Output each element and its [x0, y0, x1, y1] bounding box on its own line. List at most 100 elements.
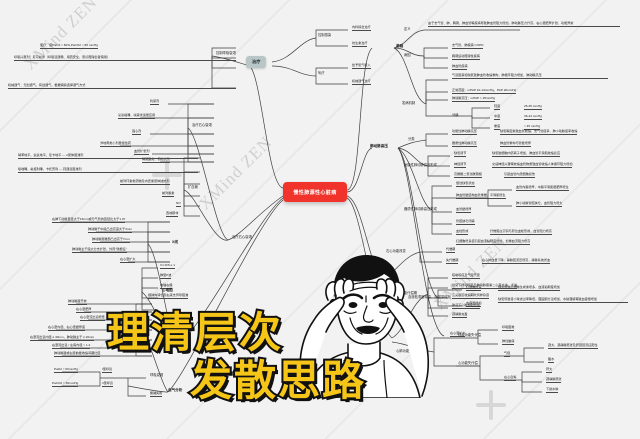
node-label[interactable]: 分级	[452, 113, 459, 117]
leaf[interactable]: 代偿期	[446, 247, 456, 254]
node-label[interactable]: 氧疗	[318, 71, 325, 75]
leaf[interactable]: 肺血管疾病	[452, 64, 468, 71]
node-label[interactable]: 分类	[408, 137, 415, 141]
leaf[interactable]: 肺动脉主干段大分支扩张，外周"残根征"	[72, 247, 127, 254]
leaf[interactable]: 肺动脉高压：mPAP > 25mmHg	[452, 96, 496, 103]
leaf[interactable]: PaO2 < 60mmHg	[54, 367, 78, 374]
root-topic[interactable]: 慢性肺源性心脏病	[283, 182, 347, 202]
leaf[interactable]: 颈静脉怒张	[546, 377, 562, 384]
leaf[interactable]: I型呼衰	[102, 367, 113, 374]
leaf[interactable]: 红细胞增多	[466, 285, 482, 292]
leaf[interactable]: 肺血管壁结构血管重塑、平滑肌增生	[456, 193, 506, 200]
leaf[interactable]: 利尿剂	[150, 99, 160, 106]
leaf[interactable]: 高碳酸二氧化碳潴留	[454, 172, 482, 179]
leaf[interactable]: 呼吸兴奋剂：尼可刹米（呼吸道通畅、用药安全、意识障碍患者慎用）	[14, 55, 236, 62]
leaf[interactable]: 顺钟向转位及右束支传导阻滞	[148, 293, 189, 300]
leaf[interactable]: 中度	[494, 114, 501, 121]
leaf[interactable]: 腹水	[548, 357, 555, 364]
leaf[interactable]: 管腔狭窄闭塞	[456, 219, 475, 226]
branch-basis[interactable]: 基础	[396, 44, 404, 48]
leaf[interactable]: 气促	[504, 351, 511, 358]
leaf[interactable]: 右心室流出道增宽	[80, 315, 105, 322]
leaf[interactable]: 血管壁增厚	[456, 207, 472, 214]
leaf[interactable]: 颈静脉充盈	[452, 312, 468, 319]
branch-xray[interactable]: X线	[172, 240, 178, 244]
leaf[interactable]: 重度	[494, 124, 501, 131]
leaf[interactable]: NO	[176, 201, 181, 208]
leaf[interactable]: 纤维蛋白沉积与原位血栓形成，血管阻力增高	[490, 229, 552, 236]
leaf[interactable]: 剑突下搏动明显及肺动脉瓣第二心音亢进、尤进	[452, 283, 517, 290]
node-label[interactable]: 定义	[404, 27, 411, 31]
leaf[interactable]: 肺血管重构与管壁增厚	[500, 141, 531, 148]
leaf[interactable]: 三尖瓣区收缩期吹风样杂音	[452, 293, 490, 300]
leaf[interactable]: > 45 mmHg	[524, 124, 541, 131]
leaf[interactable]: 功能性肺动脉高压	[452, 129, 477, 136]
leaf[interactable]: 器质性肺动脉高压	[452, 141, 477, 148]
leaf[interactable]: II型呼衰	[102, 381, 114, 388]
leaf[interactable]: 内科综合治疗	[352, 25, 371, 32]
node-label[interactable]: 控制呼吸衰竭	[216, 51, 236, 55]
node-label[interactable]: 呼吸功能失代偿	[458, 333, 482, 337]
leaf[interactable]: 哌唑嗪、氟桂利嗪、卡托普利 — 钙通道阻滞剂	[18, 167, 198, 174]
node-label[interactable]: 治疗右心衰竭	[192, 123, 212, 127]
leaf[interactable]: 肺动脉瓣开放	[68, 299, 87, 306]
leaf[interactable]: 胸廓运动障碍性疾病	[452, 54, 480, 61]
leaf[interactable]: 慢性缺氧状态	[456, 181, 475, 188]
leaf[interactable]: 轻度	[494, 104, 501, 111]
leaf[interactable]: 右心室扩大	[120, 257, 136, 264]
leaf[interactable]: 抗生素治疗	[352, 41, 368, 48]
leaf[interactable]: 肺动脉圆锥部凸出高于7mm	[92, 237, 130, 244]
node-label[interactable]: 控制感染	[318, 33, 332, 37]
leaf[interactable]: 血栓形成	[456, 229, 469, 236]
leaf[interactable]: 硝苯地平、氨氯地平、尼卡地平 — α受体阻滞剂	[18, 153, 198, 160]
leaf[interactable]: 缺氧导致肾小球滤过率降低，醛固酮分泌增加、水钠潴留等致血容量增加	[498, 297, 628, 304]
leaf[interactable]: 右肺下动脉直径大于15mm或与气管的直径比大于1.07	[52, 217, 126, 224]
leaf[interactable]: 缺氧等因素致血管收缩，支气管痉挛，肺小动脉痉挛收缩	[500, 129, 578, 136]
leaf[interactable]: 右心室扩大	[450, 331, 466, 338]
leaf[interactable]: 洋地黄类小剂量慢给药	[100, 141, 131, 148]
branch-pulmonary-hypertension[interactable]: 肺动脉高压	[370, 144, 388, 148]
leaf[interactable]: 前列环素类药物及内皮素受体拮抗剂	[120, 179, 170, 186]
leaf[interactable]: 酸碱失衡	[150, 391, 163, 398]
leaf[interactable]: 血管扩张剂	[134, 149, 150, 156]
leaf[interactable]: 引起血管内皮细胞损伤	[504, 172, 535, 179]
leaf[interactable]: 右心室内径、右心室壁厚度	[48, 325, 86, 332]
leaf[interactable]: 肺动脉干中段凸出高度大于3mm	[88, 227, 132, 234]
leaf[interactable]: 右室流出道 / 左房内径 > 1.4	[52, 343, 91, 350]
leaf[interactable]: 右室流出道内径 ≥ 30mm，肺动脉主干 ≥ 20mm	[30, 335, 95, 342]
leaf[interactable]: 给予氧气吸入	[352, 63, 371, 70]
leaf[interactable]: 由于支气管、肺、胸廓、肺血管等疾病导致肺血管阻力增加，肺动脉压力升高，右心室肥厚…	[428, 21, 620, 28]
node-label[interactable]: 心肺功能代偿期	[394, 291, 418, 295]
leaf[interactable]: 前列腺素	[162, 191, 175, 198]
leaf[interactable]: 缺氧致细胞内钙离子增加，肺血管平滑肌收缩反应	[492, 151, 561, 158]
leaf[interactable]: 支气管、肺疾病 COPD	[452, 43, 484, 50]
leaf[interactable]: 血容量增加	[466, 301, 482, 308]
leaf[interactable]: 西地那非	[166, 211, 179, 218]
leaf[interactable]: 强心剂	[132, 129, 142, 136]
node-label[interactable]: 血液粘滞度增高、血容量增加	[408, 295, 451, 299]
leaf[interactable]: 神经调节	[454, 162, 467, 169]
node-label[interactable]: 病因	[404, 53, 411, 57]
node-label[interactable]: 治疗右心衰竭	[232, 235, 252, 239]
leaf[interactable]: 氢氯噻嗪、呋塞米适量应用	[118, 113, 156, 120]
leaf[interactable]: 肋弓下心脏搏动增强	[452, 303, 480, 310]
leaf[interactable]: 肺小动脉管腔狭窄，血管阻力增大	[516, 201, 563, 208]
leaf[interactable]: 红细胞增多症引起血液黏稠度增加，加重血流阻力增高	[456, 239, 531, 246]
node-label[interactable]: 右心功能改变	[386, 249, 406, 253]
node-label[interactable]: 发病机制	[402, 101, 416, 105]
leaf[interactable]: 咳嗽咳痰及气短气促	[452, 273, 480, 280]
node-label[interactable]: 扩血管	[188, 185, 198, 189]
leaf[interactable]: 正常范围：mPAP 10-14mmHg，PAP 20mmHg	[452, 88, 517, 95]
branch-ecg[interactable]: 心电图	[162, 288, 173, 292]
leaf[interactable]: 肝大	[546, 367, 553, 374]
node-label[interactable]: 器质性肺动脉高压形成	[404, 207, 437, 211]
leaf[interactable]: 缺氧调节	[454, 151, 467, 158]
leaf[interactable]: 下肢水肿	[546, 387, 559, 394]
branch-echo[interactable]: 超声心动图	[156, 344, 174, 348]
topic-treatment[interactable]: 治疗	[246, 56, 267, 68]
leaf[interactable]: 25-35 mmHg	[524, 104, 542, 111]
node-label[interactable]: 心功能失代偿	[458, 361, 478, 365]
leaf[interactable]: 交感神经兴奋释放缩血管物质致血管收缩人体循环阻力增加	[492, 162, 573, 169]
leaf[interactable]: 失代偿期	[446, 258, 459, 265]
